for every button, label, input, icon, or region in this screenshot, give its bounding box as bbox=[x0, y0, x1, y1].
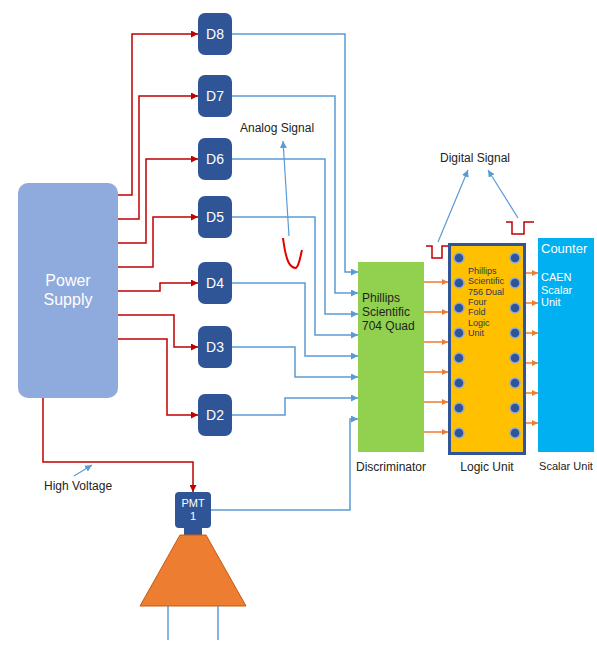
socket-hole bbox=[454, 378, 464, 388]
socket-hole bbox=[454, 428, 464, 438]
leader-line bbox=[283, 141, 289, 236]
box-title: D8 bbox=[206, 26, 224, 42]
box-title: Phillips Scientific 756 Dual Four Fold L… bbox=[468, 266, 506, 338]
blue-signal-wire bbox=[211, 419, 358, 510]
socket-hole bbox=[510, 253, 520, 263]
box-title: D2 bbox=[206, 407, 224, 423]
socket-hole bbox=[510, 328, 520, 338]
box-content: Phillips Scientific 704 Quad bbox=[362, 292, 421, 333]
blue-signal-wire bbox=[232, 217, 358, 335]
dynode-box: D5 bbox=[198, 196, 232, 238]
pmt-box: PMT 1 bbox=[175, 492, 211, 528]
box-title: PMT 1 bbox=[177, 497, 209, 522]
socket-hole bbox=[510, 353, 520, 363]
socket-hole bbox=[510, 403, 520, 413]
red-signal-wire bbox=[118, 96, 198, 219]
red-signal-wire bbox=[118, 217, 198, 267]
blue-signal-wire bbox=[232, 96, 358, 293]
cone-leg bbox=[167, 606, 169, 640]
unit-caption: Discriminator bbox=[356, 460, 426, 474]
orange-signal-wire bbox=[424, 281, 448, 283]
orange-signal-wire bbox=[424, 371, 448, 373]
unit-caption: Scalar Unit bbox=[539, 460, 593, 472]
box-content: CounterCAEN Scalar Unit bbox=[541, 242, 591, 309]
socket-hole bbox=[454, 253, 464, 263]
cone-leg bbox=[217, 606, 219, 640]
socket-hole bbox=[454, 403, 464, 413]
blue-signal-wire bbox=[232, 159, 358, 314]
orange-signal-wire bbox=[424, 401, 448, 403]
red-signal-wire bbox=[118, 315, 198, 347]
dynode-box: D7 bbox=[198, 75, 232, 117]
orange-signal-wire bbox=[526, 332, 538, 334]
blue-signal-wire bbox=[232, 283, 358, 356]
orange-signal-wire bbox=[526, 392, 538, 394]
red-signal-wire bbox=[118, 339, 198, 415]
digital-pulse bbox=[426, 246, 448, 258]
box-title: D4 bbox=[206, 275, 224, 291]
unit-caption: Logic Unit bbox=[460, 460, 513, 474]
orange-signal-wire bbox=[424, 311, 448, 313]
socket-hole bbox=[510, 428, 520, 438]
digital-pulse bbox=[506, 222, 534, 234]
voltage-label: High Voltage bbox=[44, 479, 112, 493]
socket-hole bbox=[454, 328, 464, 338]
box-content: D8 bbox=[206, 26, 224, 42]
blue-signal-wire bbox=[232, 34, 358, 272]
box-content: Phillips Scientific 756 Dual Four Fold L… bbox=[468, 266, 506, 338]
box-content: D7 bbox=[206, 88, 224, 104]
orange-signal-wire bbox=[526, 362, 538, 364]
orange-signal-wire bbox=[424, 341, 448, 343]
leader-line bbox=[488, 170, 518, 218]
power-supply-box: Power Supply bbox=[18, 183, 118, 398]
red-signal-wire bbox=[118, 283, 198, 291]
discriminator-box: Phillips Scientific 704 QuadDiscriminato… bbox=[358, 262, 424, 452]
socket-hole bbox=[510, 378, 520, 388]
box-title: Power Supply bbox=[30, 272, 106, 309]
red-signal-wire bbox=[118, 159, 198, 243]
box-content: D3 bbox=[206, 339, 224, 355]
box-title: D7 bbox=[206, 88, 224, 104]
dynode-box: D2 bbox=[198, 394, 232, 436]
dynode-box: D6 bbox=[198, 138, 232, 180]
box-subtitle: CAEN Scalar Unit bbox=[541, 271, 591, 309]
box-content: D4 bbox=[206, 275, 224, 291]
signal-label: Analog Signal bbox=[240, 121, 314, 135]
box-content: D2 bbox=[206, 407, 224, 423]
socket-hole bbox=[510, 278, 520, 288]
scintillator-cone bbox=[140, 535, 246, 606]
box-content: D5 bbox=[206, 209, 224, 225]
scalar-unit-box: CounterCAEN Scalar UnitScalar Unit bbox=[538, 238, 594, 452]
red-signal-wire bbox=[118, 34, 198, 195]
box-title: Counter bbox=[541, 242, 591, 257]
leader-line bbox=[438, 170, 468, 242]
box-content: Power Supply bbox=[30, 272, 106, 309]
dynode-box: D8 bbox=[198, 13, 232, 55]
socket-hole bbox=[454, 278, 464, 288]
orange-signal-wire bbox=[526, 302, 538, 304]
blue-signal-wire bbox=[232, 347, 358, 377]
dynode-box: D4 bbox=[198, 262, 232, 304]
box-content: D6 bbox=[206, 151, 224, 167]
box-content: PMT 1 bbox=[177, 497, 209, 522]
box-title: D5 bbox=[206, 209, 224, 225]
box-title: Phillips Scientific 704 Quad bbox=[362, 292, 421, 333]
pmt-neck bbox=[184, 528, 202, 535]
dynode-box: D3 bbox=[198, 326, 232, 368]
red-signal-wire bbox=[43, 398, 193, 492]
leader-line bbox=[74, 465, 92, 476]
blue-signal-wire bbox=[232, 398, 358, 415]
box-title: D3 bbox=[206, 339, 224, 355]
socket-hole bbox=[510, 303, 520, 313]
socket-hole bbox=[454, 353, 464, 363]
orange-signal-wire bbox=[526, 422, 538, 424]
orange-signal-wire bbox=[424, 431, 448, 433]
signal-label: Digital Signal bbox=[440, 151, 510, 165]
socket-hole bbox=[454, 303, 464, 313]
box-title: D6 bbox=[206, 151, 224, 167]
orange-signal-wire bbox=[526, 272, 538, 274]
logic-unit-box: Phillips Scientific 756 Dual Four Fold L… bbox=[448, 243, 526, 455]
analog-pulse bbox=[283, 238, 302, 268]
